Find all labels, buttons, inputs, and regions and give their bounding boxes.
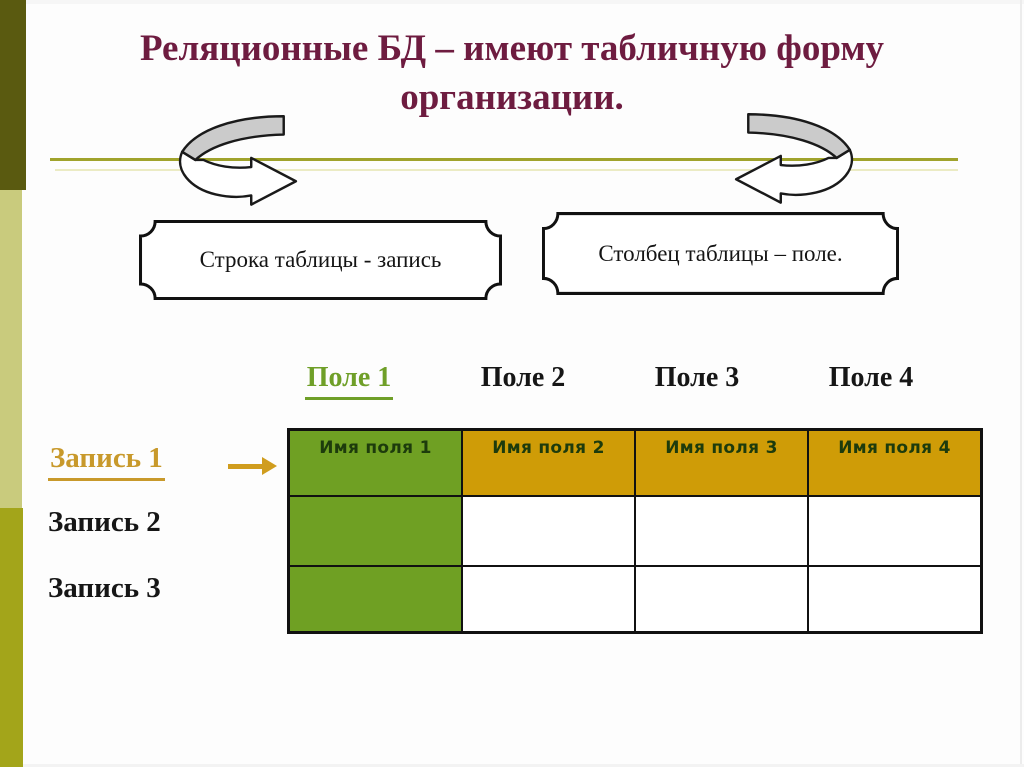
slide-title: Реляционные БД – имеют табличную форму о… <box>30 24 994 122</box>
table-cell <box>287 494 463 567</box>
callout-row-definition: Строка таблицы - запись <box>139 220 502 300</box>
table-cell <box>633 494 809 567</box>
curved-down-arrow-left-icon <box>178 115 298 206</box>
table-cell <box>287 564 463 634</box>
table-cell <box>460 494 636 567</box>
field-header-pole-3: Поле 3 <box>654 362 740 393</box>
table-row <box>287 564 983 634</box>
record-label-2: Запись 2 <box>48 506 161 538</box>
callout-column-definition: Столбец таблицы – поле. <box>542 212 899 295</box>
table-cell <box>806 494 983 567</box>
table-header-row: Имя поля 1 Имя поля 2 Имя поля 3 Имя пол… <box>287 428 983 497</box>
record-label-1-text: Запись 1 <box>48 442 165 481</box>
table-cell <box>806 564 983 634</box>
field-header-pole-1-label: Поле 1 <box>304 362 394 400</box>
table-header-cell-3: Имя поля 3 <box>633 428 809 497</box>
callout-column-definition-label: Столбец таблицы – поле. <box>598 240 843 266</box>
slide-bottom-edge <box>0 764 1024 767</box>
slide-title-line1: Реляционные БД – имеют табличную форму <box>139 28 885 69</box>
sidebar-accent-bar-middle <box>0 190 22 508</box>
record-pointer-arrow-shaft <box>228 464 262 469</box>
table-row <box>287 494 983 567</box>
record-label-1: Запись 1 <box>48 442 165 481</box>
title-divider-shadow-line <box>55 169 958 171</box>
fields-table: Имя поля 1 Имя поля 2 Имя поля 3 Имя пол… <box>287 428 983 634</box>
field-header-row: Поле 1 Поле 2 Поле 3 Поле 4 <box>262 362 958 400</box>
plaque-shape <box>542 212 899 295</box>
field-header-pole-1: Поле 1 <box>262 362 436 400</box>
callout-row-definition-label: Строка таблицы - запись <box>199 247 442 272</box>
table-cell <box>460 564 636 634</box>
sidebar-accent-bar-top <box>0 0 26 190</box>
record-pointer-arrow-icon <box>228 457 277 475</box>
record-label-3: Запись 3 <box>48 572 161 604</box>
field-header-pole-2: Поле 2 <box>480 362 566 393</box>
slide-right-edge <box>1020 0 1022 767</box>
record-pointer-arrow-head <box>262 457 277 475</box>
slide-top-edge <box>0 0 1024 4</box>
table-header-cell-4: Имя поля 4 <box>806 428 983 497</box>
plaque-shape <box>139 220 502 300</box>
table-cell <box>633 564 809 634</box>
sidebar-accent-bar-bottom <box>0 508 23 767</box>
table-header-cell-2: Имя поля 2 <box>460 428 636 497</box>
table-header-cell-1: Имя поля 1 <box>287 428 463 497</box>
slide-title-line2: организации. <box>400 77 624 118</box>
title-divider-line <box>50 158 958 161</box>
field-header-pole-4: Поле 4 <box>828 362 914 393</box>
curved-down-arrow-right-icon <box>734 113 854 204</box>
